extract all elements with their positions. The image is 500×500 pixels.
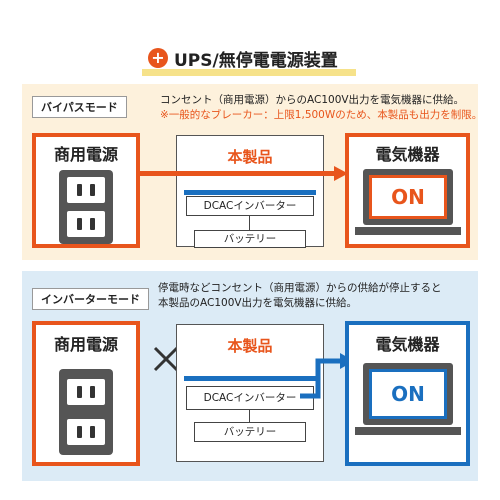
bypass-screen-text: ON bbox=[369, 175, 447, 219]
bypass-power-arrow bbox=[138, 166, 348, 181]
inverter-inverter-bar bbox=[184, 376, 316, 381]
inverter-mode-label: インバーターモード bbox=[32, 288, 149, 310]
inverter-product-label: 本製品 bbox=[227, 337, 273, 355]
bypass-source-box: 商用電源 bbox=[32, 133, 140, 248]
inverter-inverter-box: DCACインバーター bbox=[186, 386, 314, 410]
page-title: UPS/無停電電源装置 bbox=[174, 51, 338, 71]
bypass-inverter-box: DCACインバーター bbox=[186, 196, 314, 216]
inverter-desc-line2: 本製品のAC100V出力を電気機器に供給。 bbox=[158, 297, 358, 309]
inverter-desc-line1: 停電時などコンセント（商用電源）からの供給が停止すると bbox=[158, 282, 442, 294]
title-highlight bbox=[142, 69, 356, 76]
bypass-desc-note: ※一般的なブレーカー：上限1,500Wのため、本製品も出力を制限。 bbox=[160, 109, 483, 121]
bypass-mode-label: バイパスモード bbox=[32, 96, 127, 118]
inverter-device-box: 電気機器 ON bbox=[345, 321, 470, 466]
bypass-battery-box: バッテリー bbox=[194, 230, 306, 248]
inverter-battery-box: バッテリー bbox=[194, 422, 306, 442]
bypass-desc-line1: コンセント（商用電源）からのAC100V出力を電気機器に供給。 bbox=[160, 94, 465, 106]
bypass-device-box: 電気機器 ON bbox=[345, 133, 470, 248]
inverter-connector bbox=[249, 410, 250, 422]
bypass-product-label: 本製品 bbox=[227, 148, 273, 166]
plus-circle-icon: + bbox=[148, 48, 168, 68]
laptop-icon: ON bbox=[363, 363, 453, 425]
bypass-connector bbox=[249, 216, 250, 230]
inverter-source-box: 商用電源 bbox=[32, 321, 140, 466]
outlet-icon bbox=[59, 170, 113, 244]
inverter-screen-text: ON bbox=[369, 369, 447, 419]
bypass-source-label: 商用電源 bbox=[53, 145, 118, 164]
cross-icon bbox=[153, 346, 179, 372]
bypass-inverter-bar bbox=[184, 190, 316, 195]
inverter-source-label: 商用電源 bbox=[53, 335, 118, 354]
inverter-device-label: 電気機器 bbox=[375, 335, 440, 354]
laptop-icon: ON bbox=[363, 169, 453, 225]
outlet-icon bbox=[59, 369, 113, 455]
bypass-device-label: 電気機器 bbox=[375, 145, 440, 164]
